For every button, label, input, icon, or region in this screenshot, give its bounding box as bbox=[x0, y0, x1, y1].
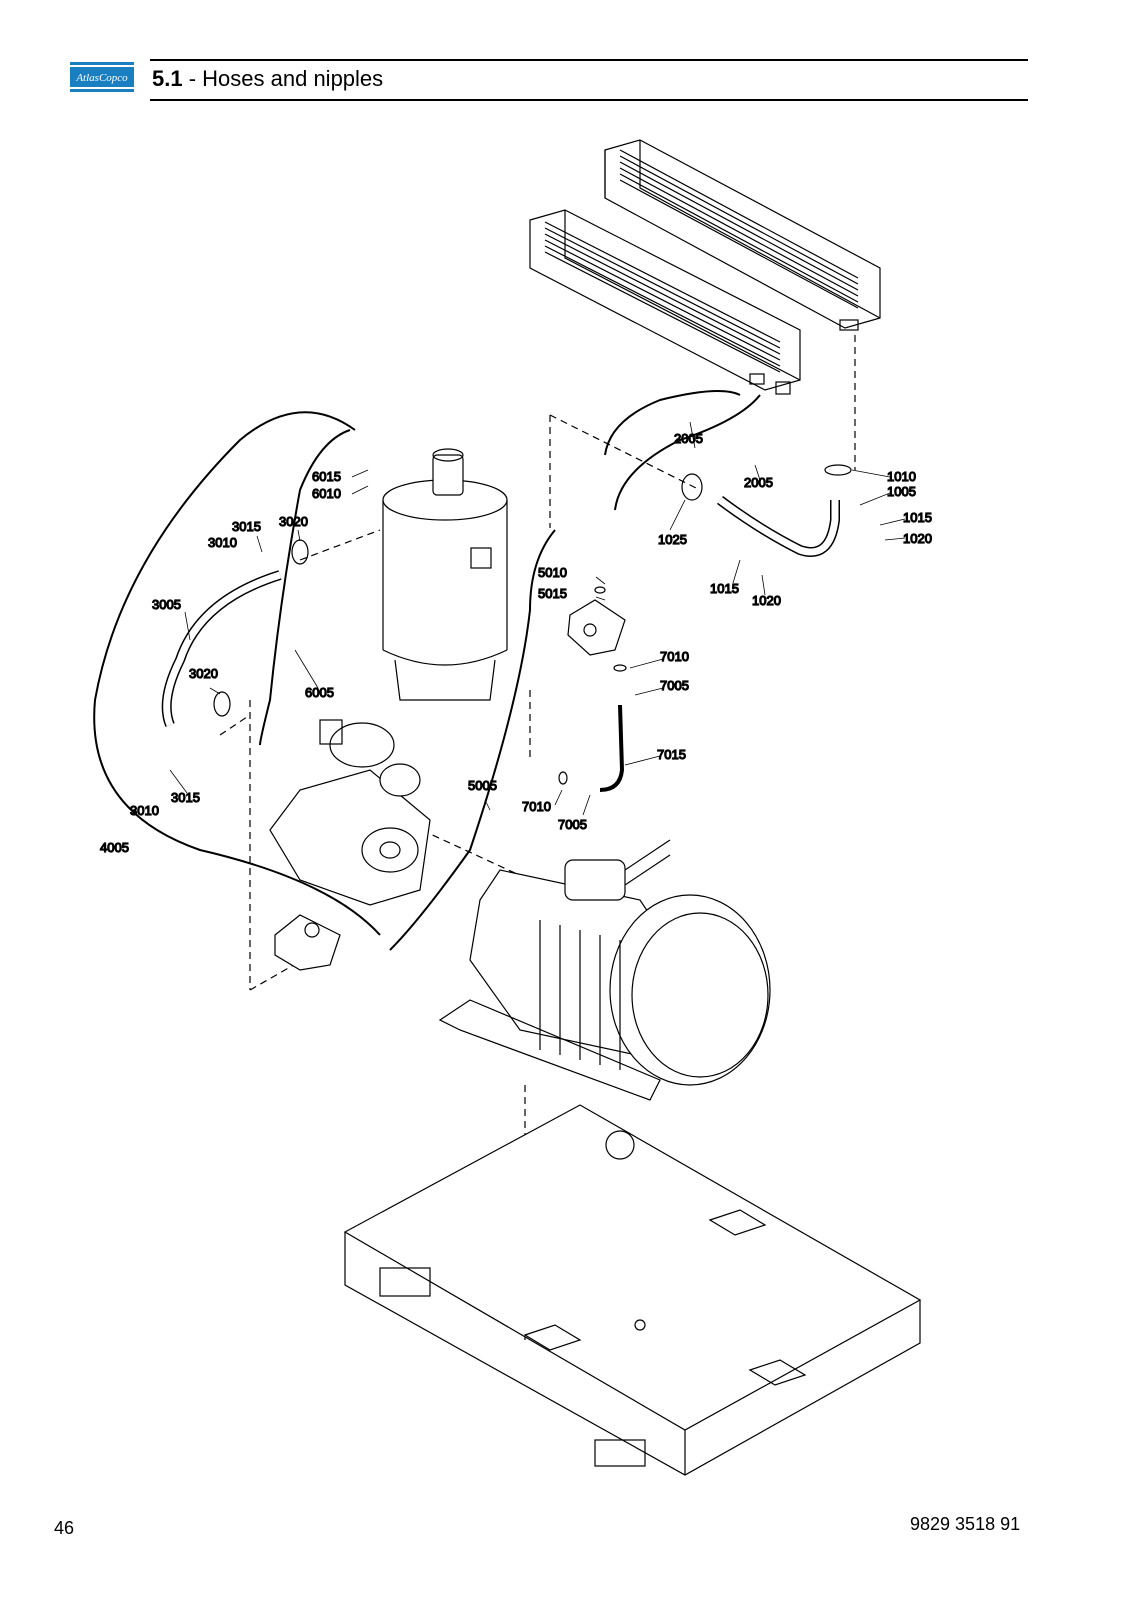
callout-1005: 1005 bbox=[887, 484, 916, 499]
callout-7005-right: 7005 bbox=[660, 678, 689, 693]
valve-block-lower bbox=[274, 914, 341, 971]
callout-5010: 5010 bbox=[538, 565, 567, 580]
oil-separator-vessel bbox=[382, 448, 508, 701]
title-separator: - bbox=[182, 66, 203, 91]
callout-1015-right: 1015 bbox=[903, 510, 932, 525]
callout-1025: 1025 bbox=[658, 532, 687, 547]
hose-2005-upper bbox=[604, 390, 741, 456]
callout-2005-lower: 2005 bbox=[744, 475, 773, 490]
callout-1010: 1010 bbox=[887, 469, 916, 484]
callout-5005: 5005 bbox=[468, 778, 497, 793]
cooler-front bbox=[529, 209, 801, 395]
o-rings bbox=[213, 464, 852, 785]
header-rule-bottom bbox=[150, 99, 1028, 101]
callout-5015: 5015 bbox=[538, 586, 567, 601]
callout-3020-upper: 3020 bbox=[279, 514, 308, 529]
callout-1020-left: 1020 bbox=[752, 593, 781, 608]
compressor-element bbox=[269, 719, 431, 906]
callout-leaders bbox=[169, 421, 906, 816]
section-title: Hoses and nipples bbox=[202, 66, 384, 91]
callout-6015: 6015 bbox=[312, 469, 341, 484]
callout-labels: 6015 6010 3015 3020 3010 3005 3020 6005 … bbox=[99, 430, 932, 855]
callout-3015-upper: 3015 bbox=[232, 519, 261, 534]
callout-3020-lower: 3020 bbox=[189, 666, 218, 681]
callout-7010-left: 7010 bbox=[522, 799, 551, 814]
callout-3010-upper: 3010 bbox=[208, 535, 237, 550]
callout-3010-lower: 3010 bbox=[130, 803, 159, 818]
hoses bbox=[93, 390, 761, 951]
cooler-rear bbox=[604, 139, 881, 331]
base-frame bbox=[343, 1104, 922, 1476]
assembly-center-lines bbox=[219, 335, 856, 1340]
document-number: 9829 3518 91 bbox=[910, 1514, 1021, 1534]
callout-4005: 4005 bbox=[100, 840, 129, 855]
drive-motor bbox=[438, 839, 771, 1101]
callout-1015-left: 1015 bbox=[710, 581, 739, 596]
callout-7005-left: 7005 bbox=[558, 817, 587, 832]
callout-7010-right: 7010 bbox=[660, 649, 689, 664]
header-rule-top bbox=[150, 59, 1028, 61]
page-number: 46 bbox=[54, 1518, 75, 1538]
callout-2005-upper: 2005 bbox=[674, 431, 703, 446]
hose-4005 bbox=[93, 411, 381, 936]
callout-6010: 6010 bbox=[312, 486, 341, 501]
section-number: 5.1 bbox=[152, 66, 183, 91]
pipe-7015 bbox=[599, 704, 625, 792]
thermostatic-valve bbox=[567, 599, 626, 656]
callout-6005: 6005 bbox=[305, 685, 334, 700]
callout-1020-right: 1020 bbox=[903, 531, 932, 546]
hose-5005 bbox=[389, 529, 556, 951]
logo-text: AtlasCopco bbox=[75, 72, 128, 84]
rigid-pipes bbox=[161, 495, 840, 727]
hose-6005 bbox=[259, 429, 351, 746]
callout-7015: 7015 bbox=[657, 747, 686, 762]
atlas-copco-logo: AtlasCopco bbox=[70, 62, 134, 92]
hose-2005-lower bbox=[614, 394, 761, 511]
callout-3015-lower: 3015 bbox=[171, 790, 200, 805]
callout-3005: 3005 bbox=[152, 597, 181, 612]
page-title: 5.1 - Hoses and nipples bbox=[152, 66, 383, 92]
